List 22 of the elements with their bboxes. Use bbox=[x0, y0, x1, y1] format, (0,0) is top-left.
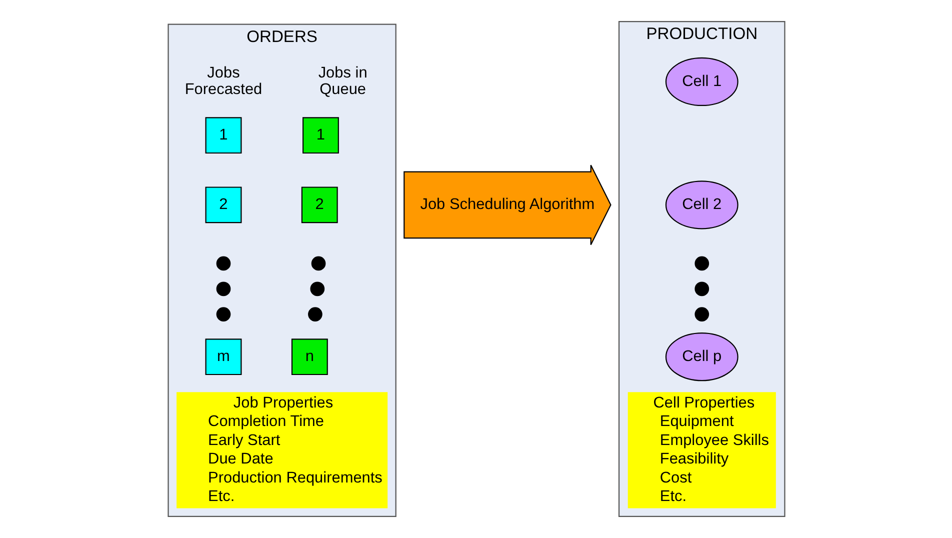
node-box: 2 bbox=[204, 186, 242, 224]
node-ellipse: Cell 1 bbox=[664, 57, 738, 106]
node-circle bbox=[694, 282, 709, 296]
node-circle bbox=[310, 282, 324, 296]
node-ellipse: Cell 2 bbox=[664, 180, 738, 230]
node-box: Job Properties Completion Time Early Start Due Date Production Requirements Etc. bbox=[176, 392, 388, 508]
node-box: 2 bbox=[300, 186, 338, 224]
node-circle bbox=[216, 256, 230, 271]
node-box: Cell Properties Equipment Employee Skills Feasibility Cost Etc. bbox=[627, 392, 776, 508]
node-circle bbox=[308, 307, 322, 322]
node-box: m bbox=[204, 338, 242, 376]
node-circle bbox=[310, 256, 326, 271]
node-circle bbox=[694, 307, 709, 322]
node-box: 1 bbox=[204, 117, 242, 154]
node-circle bbox=[694, 256, 709, 271]
node-circle bbox=[216, 307, 230, 322]
node-box: n bbox=[290, 338, 328, 376]
node-box: 1 bbox=[302, 117, 338, 154]
node-ellipse: Cell p bbox=[664, 332, 738, 382]
node-circle bbox=[216, 282, 230, 296]
label: Jobs Forecasted bbox=[184, 64, 262, 98]
label: Jobs in Queue bbox=[318, 64, 367, 98]
